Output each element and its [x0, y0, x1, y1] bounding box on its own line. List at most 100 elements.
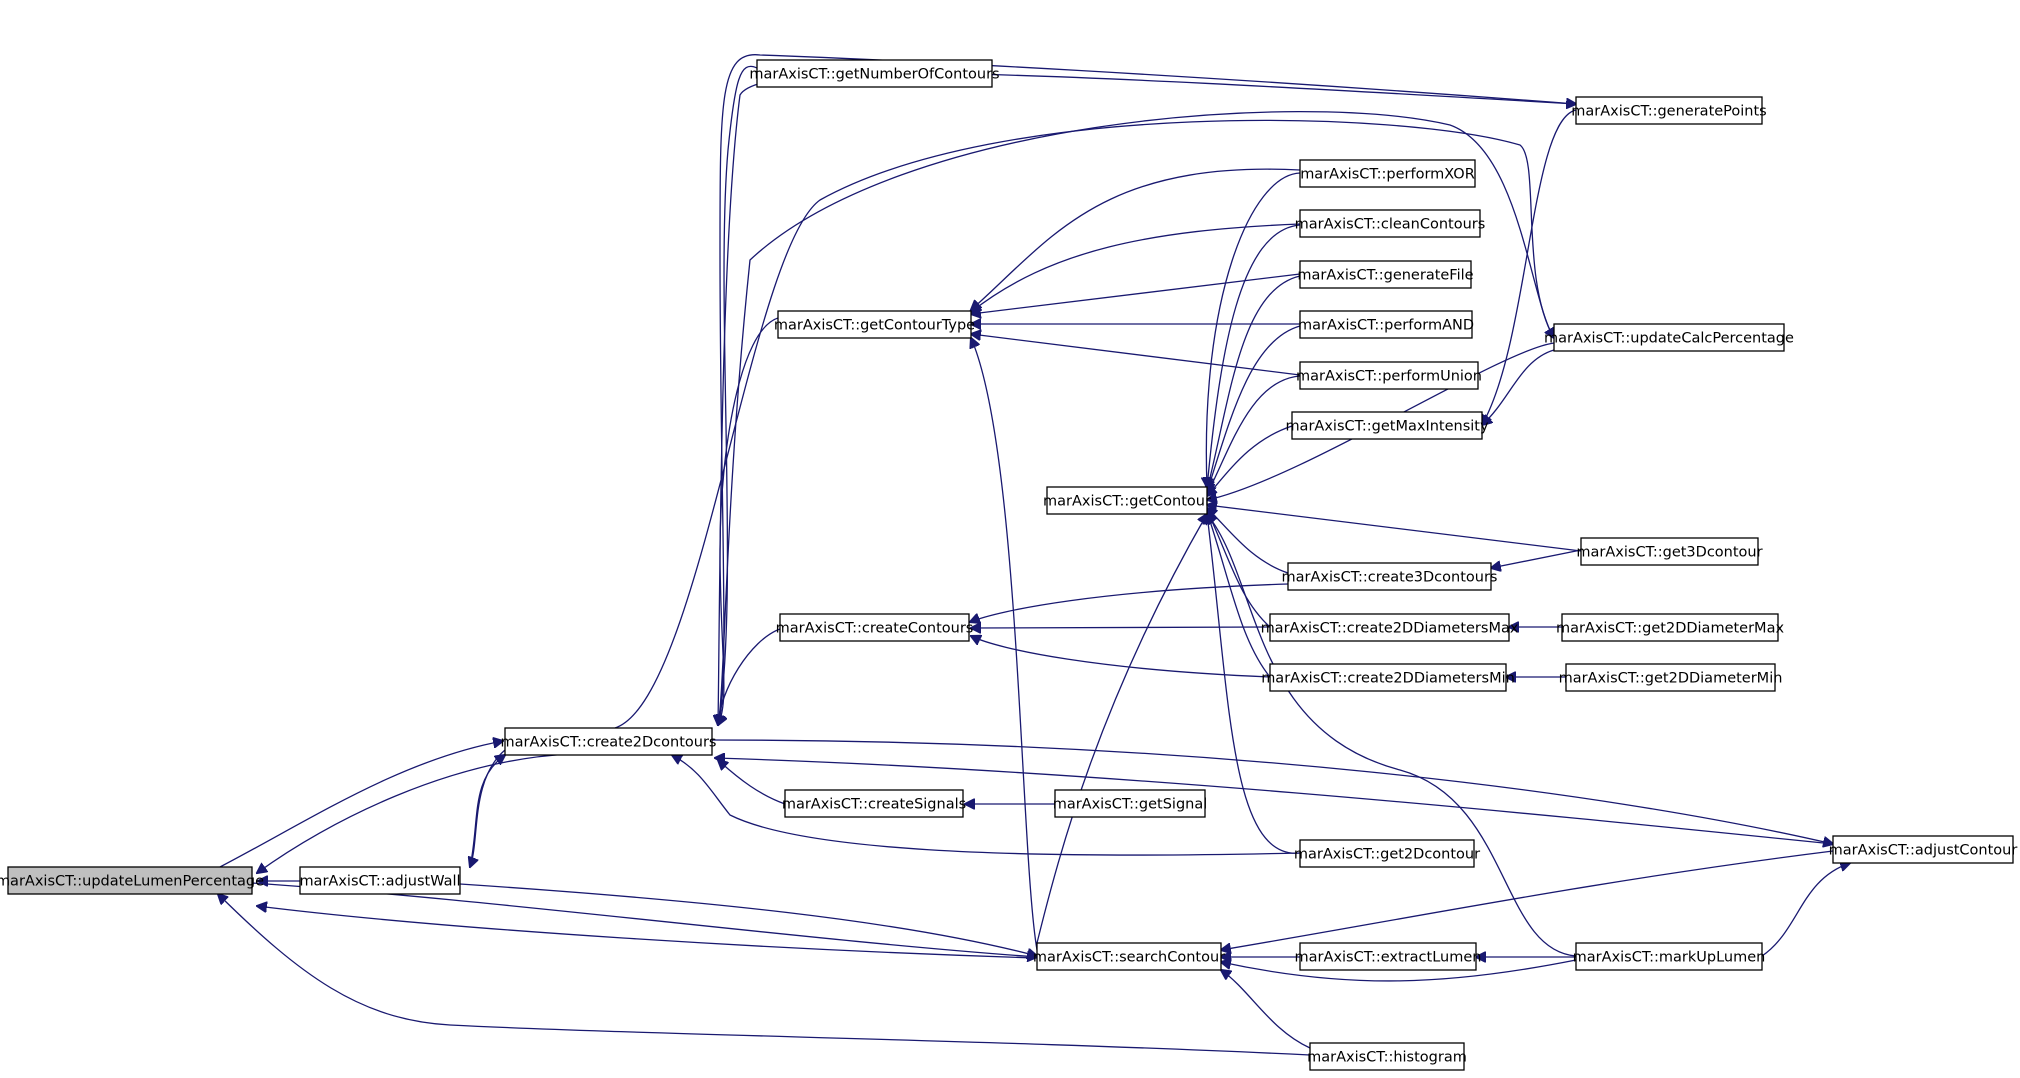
edge-getNumberOfContours-to-create2Dcontours — [718, 65, 758, 725]
node-markUpLumen[interactable]: marAxisCT::markUpLumen — [1573, 942, 1766, 971]
node-label-updateCalcPercentage: marAxisCT::updateCalcPercentage — [1544, 331, 1794, 347]
edge-cleanContours-to-getContourType — [971, 223, 1301, 312]
node-label-getContour: marAxisCT::getContour — [1043, 494, 1211, 510]
node-box-createContours — [779, 613, 970, 642]
node-performAND[interactable]: marAxisCT::performAND — [1298, 310, 1474, 339]
edge-updateCalcPercentage-to-getMaxIntensity — [1482, 349, 1555, 425]
node-box-create3Dcontours — [1287, 562, 1492, 591]
edge-generatePoints-to-create2Dcontours — [718, 54, 1577, 725]
node-box-create2Dcontours — [504, 727, 713, 756]
node-box-getContourType — [777, 310, 972, 339]
node-adjustContour[interactable]: marAxisCT::adjustContour — [1829, 835, 2018, 864]
node-label-extractLumen: marAxisCT::extractLumen — [1295, 950, 1482, 966]
node-box-getNumberOfContours — [756, 59, 993, 88]
node-box-performAND — [1299, 310, 1473, 339]
node-label-getNumberOfContours: marAxisCT::getNumberOfContours — [749, 67, 999, 83]
node-box-get3Dcontour — [1580, 537, 1759, 566]
node-box-histogram — [1309, 1042, 1465, 1071]
edge-updateCalcPercentage-to-create2Dcontours — [718, 110, 1555, 725]
node-performXOR[interactable]: marAxisCT::performXOR — [1299, 159, 1476, 188]
edge-create2Dcontours-to-adjustWall — [470, 749, 506, 867]
node-get2DDiameterMin[interactable]: marAxisCT::get2DDiameterMin — [1559, 663, 1783, 692]
node-getMaxIntensity[interactable]: marAxisCT::getMaxIntensity — [1285, 411, 1489, 440]
node-get2Dcontour[interactable]: marAxisCT::get2Dcontour — [1294, 839, 1480, 868]
node-histogram[interactable]: marAxisCT::histogram — [1307, 1042, 1467, 1071]
node-box-createSignals — [784, 789, 964, 818]
node-updateLumenPercentage[interactable]: marAxisCT::updateLumenPercentage — [0, 866, 264, 895]
node-label-createSignals: marAxisCT::createSignals — [782, 797, 966, 813]
edge-markUpLumen-to-searchContour — [1221, 960, 1577, 982]
edge-performUnion-to-getContourType — [971, 334, 1301, 376]
node-label-adjustContour: marAxisCT::adjustContour — [1829, 843, 2018, 859]
node-box-updateLumenPercentage — [7, 866, 253, 895]
node-box-performUnion — [1299, 361, 1479, 390]
edge-create3Dcontours-to-getContour — [1207, 508, 1289, 574]
edge-cleanContours-to-getContour — [1207, 224, 1301, 488]
node-getNumberOfContours[interactable]: marAxisCT::getNumberOfContours — [749, 59, 1000, 88]
edge-get2Dcontour-to-create2Dcontours — [672, 755, 1301, 856]
node-create2Dcontours[interactable]: marAxisCT::create2Dcontours — [501, 727, 717, 756]
node-adjustWall[interactable]: marAxisCT::adjustWall — [299, 866, 461, 895]
node-box-markUpLumen — [1575, 942, 1763, 971]
node-label-adjustWall: marAxisCT::adjustWall — [299, 874, 460, 890]
edge-markUpLumen-to-adjustContour — [1761, 863, 1850, 957]
edge-generatePoints-to-getMaxIntensity — [1482, 109, 1577, 425]
node-create3Dcontours[interactable]: marAxisCT::create3Dcontours — [1282, 562, 1498, 591]
node-box-create2DDiametersMax — [1269, 613, 1510, 642]
edge-createSignals-to-create2Dcontours — [718, 760, 786, 805]
node-label-create3Dcontours: marAxisCT::create3Dcontours — [1282, 570, 1498, 586]
edge-markUpLumen-to-getContour — [1207, 514, 1577, 957]
node-label-updateLumenPercentage: marAxisCT::updateLumenPercentage — [0, 874, 264, 890]
node-searchContour[interactable]: marAxisCT::searchContour — [1033, 942, 1225, 971]
edges-layer — [218, 54, 1850, 1056]
edge-searchContour-to-getContourType — [971, 338, 1038, 951]
node-createSignals[interactable]: marAxisCT::createSignals — [782, 789, 966, 818]
node-generateFile[interactable]: marAxisCT::generateFile — [1297, 260, 1474, 289]
edge-create2Dcontours-to-generatePoints — [717, 72, 1576, 726]
edge-performAND-to-getContour — [1207, 325, 1301, 492]
edge-adjustWall-to-create2Dcontours — [469, 755, 505, 868]
node-box-getMaxIntensity — [1291, 411, 1483, 440]
edge-searchContour-to-getContour — [1036, 514, 1207, 944]
edge-create2DDiametersMin-to-createContours — [971, 636, 1271, 678]
edge-generateFile-to-getContour — [1207, 275, 1301, 490]
node-getContour[interactable]: marAxisCT::getContour — [1043, 486, 1211, 515]
node-label-generateFile: marAxisCT::generateFile — [1297, 268, 1473, 284]
node-get3Dcontour[interactable]: marAxisCT::get3Dcontour — [1576, 537, 1763, 566]
edge-histogram-to-searchContour — [1221, 970, 1311, 1049]
node-generatePoints[interactable]: marAxisCT::generatePoints — [1571, 96, 1767, 125]
node-cleanContours[interactable]: marAxisCT::cleanContours — [1295, 209, 1486, 238]
node-label-get2DDiameterMax: marAxisCT::get2DDiameterMax — [1556, 621, 1785, 637]
node-box-cleanContours — [1299, 209, 1481, 238]
node-extractLumen[interactable]: marAxisCT::extractLumen — [1295, 942, 1482, 971]
edge-create2Dcontours-to-adjustContour — [711, 739, 1833, 844]
node-box-generateFile — [1299, 260, 1472, 289]
node-box-get2DDiameterMax — [1561, 613, 1779, 642]
node-label-create2Dcontours: marAxisCT::create2Dcontours — [501, 735, 717, 751]
node-getContourType[interactable]: marAxisCT::getContourType — [774, 310, 975, 339]
node-label-create2DDiametersMin: marAxisCT::create2DDiametersMin — [1261, 671, 1515, 687]
node-box-get2DDiameterMin — [1565, 663, 1776, 692]
node-label-histogram: marAxisCT::histogram — [1307, 1050, 1467, 1066]
node-createContours[interactable]: marAxisCT::createContours — [776, 613, 974, 642]
node-box-updateCalcPercentage — [1553, 323, 1785, 352]
node-box-searchContour — [1036, 942, 1222, 971]
node-create2DDiametersMax[interactable]: marAxisCT::create2DDiametersMax — [1261, 613, 1519, 642]
node-box-get2Dcontour — [1299, 839, 1475, 868]
edge-adjustContour-to-create2Dcontours — [715, 758, 1834, 845]
node-label-get2Dcontour: marAxisCT::get2Dcontour — [1294, 847, 1480, 863]
node-label-markUpLumen: marAxisCT::markUpLumen — [1573, 950, 1766, 966]
node-performUnion[interactable]: marAxisCT::performUnion — [1296, 361, 1482, 390]
node-label-searchContour: marAxisCT::searchContour — [1033, 950, 1225, 966]
edge-adjustContour-to-searchContour — [1221, 850, 1834, 950]
node-label-performUnion: marAxisCT::performUnion — [1296, 369, 1482, 385]
node-label-getMaxIntensity: marAxisCT::getMaxIntensity — [1285, 419, 1489, 435]
node-create2DDiametersMin[interactable]: marAxisCT::create2DDiametersMin — [1261, 663, 1515, 692]
node-getSignal[interactable]: marAxisCT::getSignal — [1053, 789, 1208, 818]
node-label-performXOR: marAxisCT::performXOR — [1300, 167, 1475, 183]
edge-performXOR-to-getContour — [1206, 172, 1301, 487]
node-get2DDiameterMax[interactable]: marAxisCT::get2DDiameterMax — [1556, 613, 1785, 642]
node-updateCalcPercentage[interactable]: marAxisCT::updateCalcPercentage — [1544, 323, 1794, 352]
